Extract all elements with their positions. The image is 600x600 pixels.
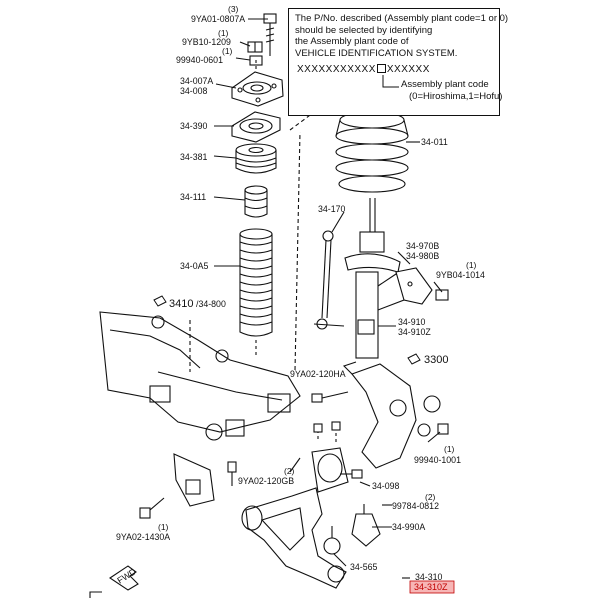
label-3410: 3410 [169, 298, 193, 310]
label-34-800: /34-800 [196, 299, 226, 309]
ball-joint-part [323, 526, 341, 555]
highlight-box [409, 580, 455, 594]
stabilizer-link-part [313, 230, 345, 330]
qty-1-b: (1) [222, 46, 233, 56]
label-34-390: 34-390 [180, 121, 207, 131]
label-9yb10-1209: 9YB10-1209 [182, 37, 231, 47]
label-9ya01-0807a: 9YA01-0807A [191, 14, 245, 24]
label-34-0a5: 34-0A5 [180, 261, 208, 271]
qty-3: (3) [228, 4, 239, 14]
qty-1-e: (1) [158, 522, 169, 532]
label-99940-0601: 99940-0601 [176, 55, 223, 65]
dust-boot-part [239, 228, 273, 337]
bolt-9ya02-1430a-part [139, 497, 165, 519]
label-34-565: 34-565 [350, 562, 377, 572]
label-34-381: 34-381 [180, 152, 207, 162]
qty-1-c: (1) [466, 260, 477, 270]
lower-mount-part [351, 504, 381, 547]
qty-2-b: (2) [425, 492, 436, 502]
bolt-34-098-part [340, 469, 363, 479]
note-line-2: should be selected by identifying [295, 24, 433, 36]
ref-3410-icon [153, 295, 167, 307]
bearing-part [235, 143, 277, 174]
label-34-111: 34-111 [180, 192, 206, 202]
label-34-910z: 34-910Z [398, 327, 431, 337]
label-99784-0812: 99784-0812 [392, 501, 439, 511]
upper-seat-part [231, 111, 281, 143]
label-9ya02-120gb: 9YA02-120GB [238, 476, 294, 486]
vin-code-right: XXXXXX [386, 64, 430, 75]
steering-knuckle-part [342, 361, 441, 469]
note-line-3: the Assembly plant code of [295, 36, 409, 47]
qty-1-a: (1) [218, 28, 229, 38]
nut-99940-1001-part [437, 423, 449, 435]
qty-2-a: (2) [284, 466, 295, 476]
label-9yb04-1014: 9YB04-1014 [436, 270, 485, 280]
label-99940-1001: 99940-1001 [414, 455, 461, 465]
top-nut-part [247, 41, 263, 53]
label-34-011: 34-011 [421, 137, 448, 147]
ref-3300-icon [407, 353, 421, 365]
label-34-970b: 34-970B [406, 241, 439, 251]
label-34-007a: 34-007A [180, 76, 213, 86]
bolt-9ya02-120gb-part [227, 461, 237, 486]
note-line-4: VEHICLE IDENTIFICATION SYSTEM. [295, 47, 458, 59]
plant-code-label: Assembly plant code [401, 79, 489, 90]
fwd-arrow-icon [109, 565, 139, 591]
label-9ya02-1430a: 9YA02-1430A [116, 532, 170, 542]
label-34-980b: 34-980B [406, 251, 439, 261]
note-line-1: The P/No. described (Assembly plant code… [295, 13, 509, 24]
plant-code-note: The P/No. described (Assembly plant code… [288, 8, 509, 116]
bump-stop-part [244, 185, 268, 218]
lower-control-arm-part [241, 487, 347, 589]
label-34-008: 34-008 [180, 86, 207, 96]
label-34-170: 34-170 [318, 204, 345, 214]
label-34-990a: 34-990A [392, 522, 425, 532]
mounting-plate-part [231, 71, 284, 107]
bushing-part [311, 447, 349, 493]
vin-code-left: XXXXXXXXXXX [297, 64, 376, 75]
label-34-310: 34-310 [415, 572, 442, 582]
bolt-9ya02-120ha-part [311, 391, 349, 403]
qty-1-d: (1) [444, 444, 455, 454]
mount-bolt-part [263, 13, 277, 56]
label-9ya02-120ha: 9YA02-120HA [290, 369, 346, 379]
label-34-310z: 34-310Z [414, 582, 448, 592]
coil-spring-part [335, 111, 409, 193]
label-3300: 3300 [424, 354, 448, 366]
plant-code-box-icon [376, 64, 386, 73]
shock-absorber-part [344, 198, 413, 359]
crossmember-part [99, 311, 301, 507]
bracket-part [395, 267, 433, 305]
plant-code-values: (0=Hiroshima,1=Hofu) [409, 91, 503, 102]
label-34-098: 34-098 [372, 481, 399, 491]
label-34-910: 34-910 [398, 317, 425, 327]
